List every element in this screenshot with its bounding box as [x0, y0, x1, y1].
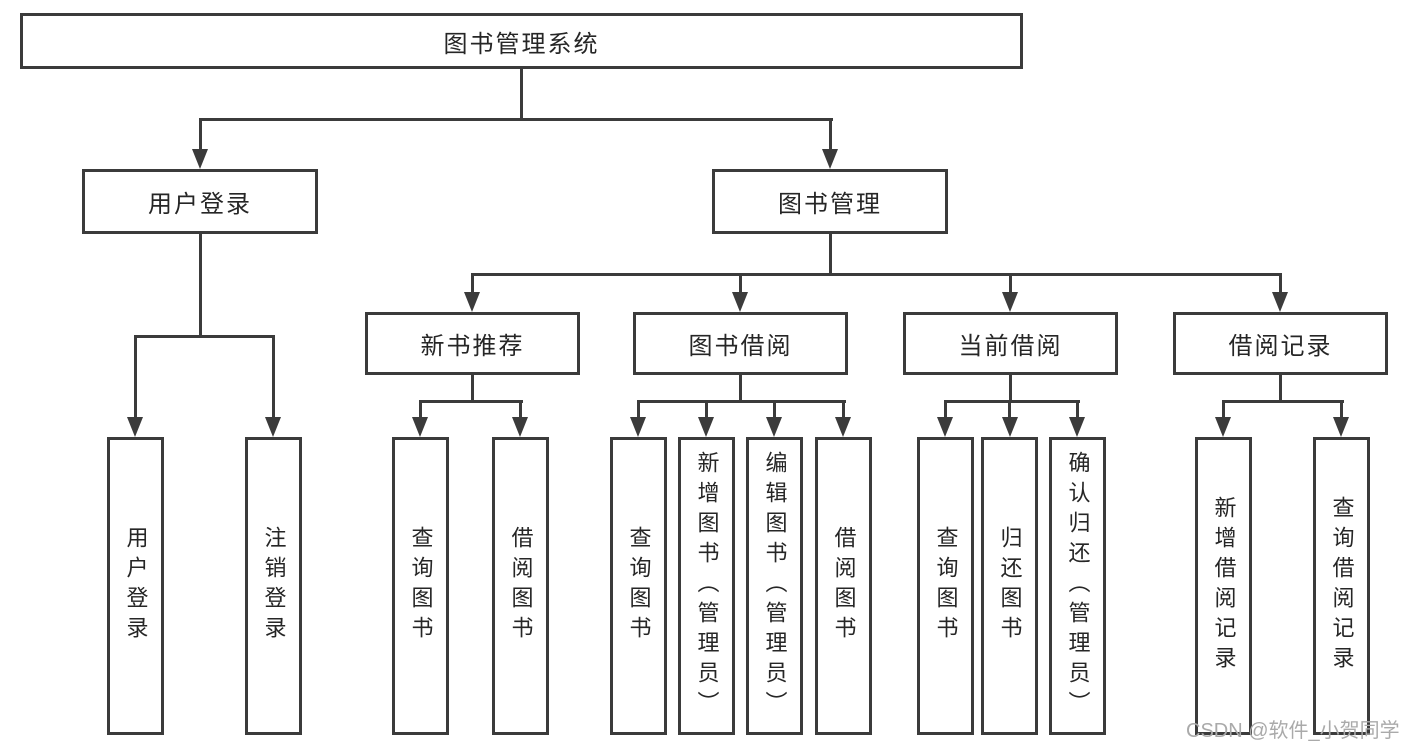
leaf-confirm-return-admin-label: 确认归还（管理员）: [1065, 451, 1091, 721]
node-root-label: 图书管理系统: [443, 30, 600, 58]
node-book-management: 图书管理: [712, 169, 948, 234]
arrow-down-icon: [732, 292, 748, 312]
connector-leaf-horizontal: [637, 400, 846, 403]
connector-stub: [199, 118, 202, 152]
node-current-borrowing: 当前借阅: [903, 312, 1118, 375]
connector-stub: [471, 374, 474, 401]
node-borrowing-records: 借阅记录: [1173, 312, 1388, 375]
arrow-down-icon: [822, 149, 838, 169]
leaf-query-borrow-record: 查询借阅记录: [1313, 437, 1370, 735]
leaf-query-books-label: 查询图书: [408, 526, 434, 646]
connector-stub: [1279, 273, 1282, 295]
arrow-down-icon: [192, 149, 208, 169]
arrow-down-icon: [698, 417, 714, 437]
node-new-book-recommend-label: 新书推荐: [420, 333, 525, 360]
arrow-down-icon: [464, 292, 480, 312]
leaf-user-login-label: 用户登录: [123, 526, 149, 646]
leaf-edit-book-admin: 编辑图书（管理员）: [746, 437, 803, 735]
leaf-add-book-admin: 新增图书（管理员）: [678, 437, 735, 735]
connector-stub: [739, 374, 742, 401]
watermark: CSDN @软件_小贺同学: [1186, 720, 1400, 742]
leaf-query-books-label: 查询图书: [933, 526, 959, 646]
arrow-down-icon: [1333, 417, 1349, 437]
arrow-down-icon: [630, 417, 646, 437]
connector-stub: [829, 118, 832, 152]
node-book-borrowing-label: 图书借阅: [688, 333, 793, 360]
connector-leaf-horizontal: [1222, 400, 1344, 403]
connector-stub: [1279, 374, 1282, 401]
connector-user-horizontal: [134, 335, 275, 338]
leaf-logout-label: 注销登录: [261, 526, 287, 646]
leaf-user-login: 用户登录: [107, 437, 164, 735]
connector-stub: [471, 273, 474, 295]
arrow-down-icon: [127, 417, 143, 437]
node-book-borrowing: 图书借阅: [633, 312, 848, 375]
connector-trunk: [520, 68, 523, 120]
arrow-down-icon: [937, 417, 953, 437]
leaf-add-book-admin-label: 新增图书（管理员）: [694, 451, 720, 721]
node-current-borrowing-label: 当前借阅: [958, 333, 1063, 360]
leaf-borrow-books-label: 借阅图书: [508, 526, 534, 646]
leaf-borrow-books: 借阅图书: [492, 437, 549, 735]
leaf-edit-book-admin-label: 编辑图书（管理员）: [762, 451, 788, 721]
connector-stub: [1008, 400, 1011, 420]
arrow-down-icon: [1272, 292, 1288, 312]
connector-stub: [637, 400, 640, 420]
leaf-borrow-books: 借阅图书: [815, 437, 872, 735]
node-user-login: 用户登录: [82, 169, 318, 234]
node-book-management-label: 图书管理: [778, 191, 882, 218]
arrow-down-icon: [265, 417, 281, 437]
connector-level3-horizontal: [471, 273, 1282, 276]
leaf-confirm-return-admin: 确认归还（管理员）: [1049, 437, 1106, 735]
connector-stub: [1340, 400, 1343, 420]
connector-stub: [842, 400, 845, 420]
connector-mgmt-vertical: [829, 233, 832, 275]
connector-stub: [419, 400, 422, 420]
connector-stub: [519, 400, 522, 420]
leaf-borrow-books-label: 借阅图书: [831, 526, 857, 646]
connector-stub: [1222, 400, 1225, 420]
connector-stub: [134, 335, 137, 419]
leaf-return-book-label: 归还图书: [997, 526, 1023, 646]
leaf-add-borrow-record-label: 新增借阅记录: [1211, 496, 1237, 676]
leaf-add-borrow-record: 新增借阅记录: [1195, 437, 1252, 735]
arrow-down-icon: [512, 417, 528, 437]
leaf-query-books: 查询图书: [392, 437, 449, 735]
arrow-down-icon: [766, 417, 782, 437]
connector-stub: [739, 273, 742, 295]
connector-stub: [1076, 400, 1079, 420]
connector-level2-horizontal: [199, 118, 833, 121]
arrow-down-icon: [412, 417, 428, 437]
arrow-down-icon: [835, 417, 851, 437]
leaf-query-books: 查询图书: [917, 437, 974, 735]
arrow-down-icon: [1069, 417, 1085, 437]
node-borrowing-records-label: 借阅记录: [1228, 333, 1333, 360]
connector-stub: [1009, 374, 1012, 401]
connector-stub: [944, 400, 947, 420]
node-user-login-label: 用户登录: [148, 191, 252, 218]
leaf-query-books: 查询图书: [610, 437, 667, 735]
leaf-query-borrow-record-label: 查询借阅记录: [1329, 496, 1355, 676]
connector-user-vertical: [199, 233, 202, 337]
arrow-down-icon: [1002, 417, 1018, 437]
connector-leaf-horizontal: [419, 400, 523, 403]
node-new-book-recommend: 新书推荐: [365, 312, 580, 375]
connector-stub: [1009, 273, 1012, 295]
leaf-query-books-label: 查询图书: [626, 526, 652, 646]
connector-stub: [773, 400, 776, 420]
connector-stub: [272, 335, 275, 419]
node-root: 图书管理系统: [20, 13, 1023, 69]
connector-leaf-horizontal: [944, 400, 1080, 403]
arrow-down-icon: [1215, 417, 1231, 437]
connector-stub: [705, 400, 708, 420]
leaf-logout: 注销登录: [245, 437, 302, 735]
arrow-down-icon: [1002, 292, 1018, 312]
leaf-return-book: 归还图书: [981, 437, 1038, 735]
